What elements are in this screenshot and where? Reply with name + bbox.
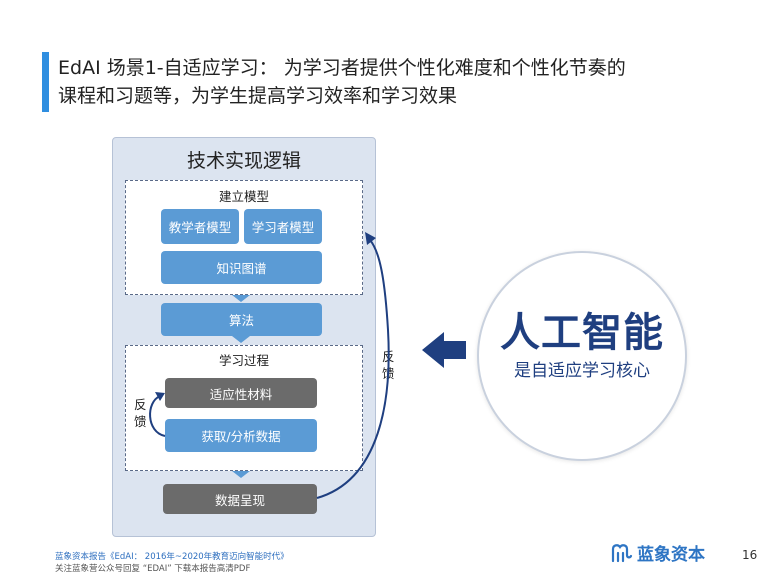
title-accent-bar: [42, 52, 49, 112]
outer-feedback-curve: [316, 239, 390, 499]
knowledge-graph-box: 知识图谱: [161, 251, 322, 284]
footer-note: 关注蓝象营公众号回复 “EDAI” 下载本报告高清PDF: [55, 564, 251, 574]
teacher-model-box: 教学者模型: [161, 209, 239, 244]
page-number: 16: [742, 548, 758, 562]
process-section-label: 学习过程: [218, 353, 269, 368]
adaptive-material-box: 适应性材料: [165, 378, 317, 408]
down-arrow-process-to-present: [232, 471, 250, 478]
outer-feedback-arrowhead: [365, 232, 376, 245]
inner-feedback-curve: [149, 395, 166, 437]
title-line-1: EdAI 场景1-自适应学习： 为学习者提供个性化难度和个性化节奏的: [58, 57, 626, 79]
model-section-label: 建立模型: [218, 189, 269, 204]
ai-subheading: 是自适应学习核心: [514, 361, 650, 381]
data-present-box: 数据呈现: [163, 484, 317, 514]
brand-name: 蓝象资本: [637, 545, 705, 565]
down-arrow-algorithm-to-process: [232, 336, 250, 343]
panel-title: 技术实现逻辑: [186, 150, 301, 172]
feedback-inner-label: 反馈: [134, 397, 147, 429]
acquire-analyze-box: 获取/分析数据: [165, 419, 317, 452]
inner-feedback-arrowhead: [155, 392, 165, 401]
page-title: EdAI 场景1-自适应学习： 为学习者提供个性化难度和个性化节奏的 课程和习题…: [58, 54, 758, 110]
learner-model-box: 学习者模型: [244, 209, 322, 244]
down-arrow-model-to-algorithm: [232, 295, 250, 302]
elephant-icon: [611, 543, 633, 562]
title-line-2: 课程和习题等，为学生提高学习效率和学习效果: [58, 85, 458, 107]
ai-heading: 人工智能: [500, 310, 664, 356]
footer-source: 蓝象资本报告《EdAI： 2016年~2020年教育迈向智能时代》: [55, 552, 289, 562]
ai-to-panel-arrow: [422, 332, 466, 368]
algorithm-box: 算法: [161, 303, 322, 336]
ai-core-circle: [477, 251, 687, 461]
brand-logo: 蓝象资本: [610, 540, 705, 565]
